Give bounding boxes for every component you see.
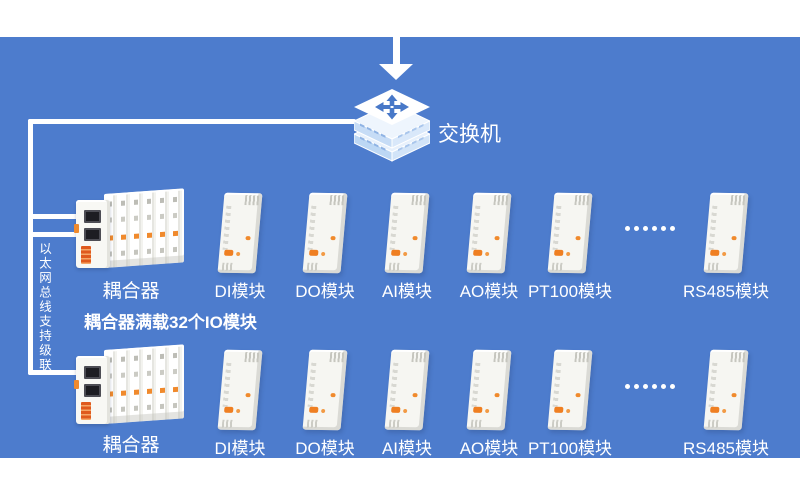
- status-led-icon: [74, 380, 79, 389]
- coupler-label-top: 耦合器: [102, 281, 160, 302]
- coupler-device-bottom: [74, 344, 186, 430]
- coupler-capacity-caption: 耦合器满载32个IO模块: [84, 313, 257, 332]
- ethernet-bus-note: 以太网总线支持级联: [37, 242, 51, 373]
- io-module-di-top: DI模块: [195, 192, 285, 305]
- io-module-graphic: [384, 349, 430, 431]
- bus-line-to-switch: [28, 119, 356, 124]
- coupler-head-unit: [74, 356, 110, 424]
- io-module-label: DO模块: [295, 439, 355, 458]
- bus-line-coupler1-port2: [28, 232, 90, 237]
- io-module-label: DO模块: [295, 282, 355, 301]
- io-module-do-bottom: DO模块: [280, 349, 370, 462]
- io-module-label: AI模块: [381, 439, 433, 458]
- io-module-ao-top: AO模块: [444, 192, 534, 305]
- io-module-pt100-top: PT100模块: [525, 192, 615, 305]
- coupler-module-stack: [104, 188, 184, 268]
- bus-line-coupler1-port1: [28, 214, 90, 219]
- io-module-graphic: [302, 192, 348, 274]
- io-module-graphic: [466, 349, 512, 431]
- coupler-device-top: [74, 188, 186, 274]
- io-module-graphic: [302, 349, 348, 431]
- coupler-label-bottom: 耦合器: [102, 435, 160, 456]
- io-module-label: PT100模块: [527, 282, 613, 301]
- io-module-graphic: [547, 349, 593, 431]
- down-arrow-icon: [393, 37, 400, 65]
- ethernet-port-icon: [84, 210, 101, 223]
- down-arrow-head-icon: [379, 64, 413, 80]
- ethernet-switch-icon: [354, 89, 430, 162]
- io-module-graphic: [384, 192, 430, 274]
- io-module-pt100-bottom: PT100模块: [525, 349, 615, 462]
- io-module-label: RS485模块: [683, 282, 769, 301]
- io-module-rs485-bottom: RS485模块: [681, 349, 771, 462]
- switch-label: 交换机: [438, 123, 501, 146]
- status-led-icon: [74, 224, 79, 233]
- io-module-label: PT100模块: [527, 439, 613, 458]
- io-module-ao-bottom: AO模块: [444, 349, 534, 462]
- io-module-rs485-top: RS485模块: [681, 192, 771, 305]
- io-module-ai-top: AI模块: [362, 192, 452, 305]
- io-module-do-top: DO模块: [280, 192, 370, 305]
- io-module-label: AI模块: [381, 282, 433, 301]
- ethernet-port-icon: [84, 384, 101, 397]
- io-module-graphic: [217, 349, 263, 431]
- coupler-module-stack: [104, 344, 184, 424]
- label-slot-icon: [81, 246, 91, 264]
- io-module-label: RS485模块: [683, 439, 769, 458]
- ellipsis-dots: ……: [610, 380, 690, 392]
- ethernet-port-icon: [84, 228, 101, 241]
- io-module-label: AO模块: [459, 439, 519, 458]
- io-module-label: DI模块: [214, 282, 266, 301]
- ellipsis-dots: ……: [610, 222, 690, 234]
- io-module-di-bottom: DI模块: [195, 349, 285, 462]
- label-slot-icon: [81, 402, 91, 420]
- io-module-graphic: [217, 192, 263, 274]
- io-module-graphic: [703, 349, 749, 431]
- bus-line-coupler2-port1: [28, 370, 88, 375]
- coupler-head-unit: [74, 200, 110, 268]
- io-module-graphic: [703, 192, 749, 274]
- io-module-label: DI模块: [214, 439, 266, 458]
- ellipsis-text: ……: [650, 228, 651, 229]
- io-module-graphic: [547, 192, 593, 274]
- io-module-label: AO模块: [459, 282, 519, 301]
- ethernet-port-icon: [84, 366, 101, 379]
- bus-line-vertical: [28, 119, 33, 375]
- ellipsis-text: ……: [650, 386, 651, 387]
- io-module-ai-bottom: AI模块: [362, 349, 452, 462]
- io-module-graphic: [466, 192, 512, 274]
